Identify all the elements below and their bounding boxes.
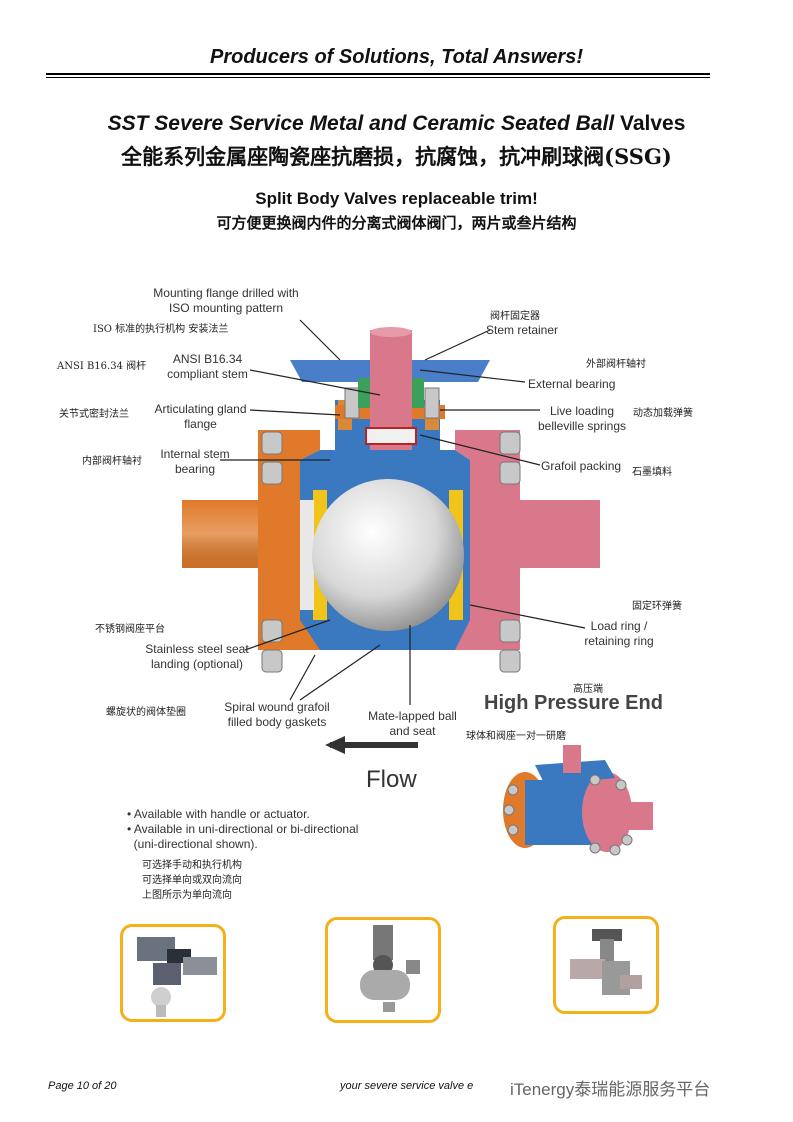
- label-stainless-cn: 不锈钢阀座平台: [95, 624, 165, 635]
- page-header: Producers of Solutions, Total Answers!: [209, 46, 583, 68]
- label-stem-retainer-cn: 阀杆固定器: [490, 311, 540, 322]
- label-internal-stem-cn: 内部阀杆轴衬: [82, 456, 142, 467]
- label-high-pressure: High Pressure End: [484, 692, 663, 714]
- header-rule-thin: [46, 77, 710, 78]
- subtitle-english: Split Body Valves replaceable trim!: [255, 189, 538, 208]
- valve-3d-illustration: [503, 745, 653, 856]
- label-flow: Flow: [366, 766, 417, 793]
- label-stem-retainer: Stem retainer: [486, 323, 559, 337]
- label-mounting-flange: Mounting flange drilled with ISO mountin…: [153, 286, 299, 315]
- title-english: SST Severe Service Metal and Ceramic Sea…: [0, 112, 793, 136]
- label-live-loading-cn: 动态加载弹簧: [633, 408, 693, 419]
- label-grafoil-packing: Grafoil packing: [541, 459, 622, 473]
- label-spiral: Spiral wound grafoil filled body gaskets: [224, 700, 330, 729]
- label-external-bearing-cn: 外部阀杆轴衬: [586, 359, 646, 370]
- feature-note-cn: 可选择单向或双向流向: [142, 875, 242, 886]
- label-articulating-gland-cn: 关节式密封法兰: [59, 409, 129, 420]
- features-notes-cn: 可选择手动和执行机构 可选择单向或双向流向 上图所示为单向流向: [142, 858, 242, 903]
- feature-item: (uni-directional shown).: [127, 837, 258, 851]
- thumbnail-actuator-valve: [120, 924, 226, 1022]
- label-load-ring-cn: 固定环弹簧: [632, 601, 682, 612]
- footer-page-number: Page 10 of 20: [48, 1080, 117, 1092]
- label-load-ring: Load ring / retaining ring: [584, 619, 654, 648]
- features-list: • Available with handle or actuator.• Av…: [127, 807, 358, 852]
- label-mate-lapped-cn: 球体和阀座一对一研磨: [466, 731, 566, 742]
- label-internal-stem: Internal stem bearing: [160, 447, 230, 476]
- title-english-plain: Valves: [614, 112, 686, 135]
- label-spiral-cn: 螺旋状的阀体垫圈: [106, 707, 186, 718]
- left-body: [258, 430, 320, 650]
- watermark: iTenergy泰瑞能源服务平台: [510, 1080, 711, 1099]
- feature-item: • Available in uni-directional or bi-dir…: [127, 822, 359, 836]
- valve-cutaway-diagram: [182, 319, 600, 754]
- label-ansi-stem-cn: ANSI B16.34 阀杆: [57, 361, 147, 372]
- label-external-bearing: External bearing: [528, 377, 616, 391]
- right-body: [455, 430, 520, 650]
- header-rule: [46, 73, 710, 75]
- ball: [312, 479, 464, 631]
- title-english-italic: SST Severe Service Metal and Ceramic Sea…: [107, 112, 615, 135]
- feature-item: • Available with handle or actuator.: [127, 807, 310, 821]
- label-mate-lapped: Mate-lapped ball and seat: [368, 709, 457, 738]
- label-mounting-flange-cn: ISO 标准的执行机构 安装法兰: [93, 324, 229, 335]
- label-stainless: Stainless steel seat landing (optional): [145, 642, 249, 671]
- thumbnail-lever-valve: [553, 916, 659, 1014]
- label-articulating-gland: Articulating gland flange: [154, 402, 247, 431]
- label-grafoil-packing-cn: 石墨填料: [632, 467, 672, 478]
- label-high-pressure-cn: 高压端: [573, 684, 603, 695]
- subtitle-chinese: 可方便更换阀内件的分离式阀体阀门，两片或叁片结构: [216, 214, 577, 232]
- label-ansi-stem: ANSI B16.34 compliant stem: [167, 352, 248, 381]
- footer-tagline: your severe service valve e: [340, 1080, 474, 1092]
- thumbnail-gear-valve: [325, 917, 441, 1023]
- title-chinese: 全能系列金属座陶瓷座抗磨损，抗腐蚀，抗冲刷球阀(SSG): [121, 144, 672, 169]
- feature-note-cn: 上图所示为单向流向: [142, 890, 232, 901]
- feature-note-cn: 可选择手动和执行机构: [142, 860, 242, 871]
- label-live-loading: Live loading belleville springs: [537, 404, 627, 433]
